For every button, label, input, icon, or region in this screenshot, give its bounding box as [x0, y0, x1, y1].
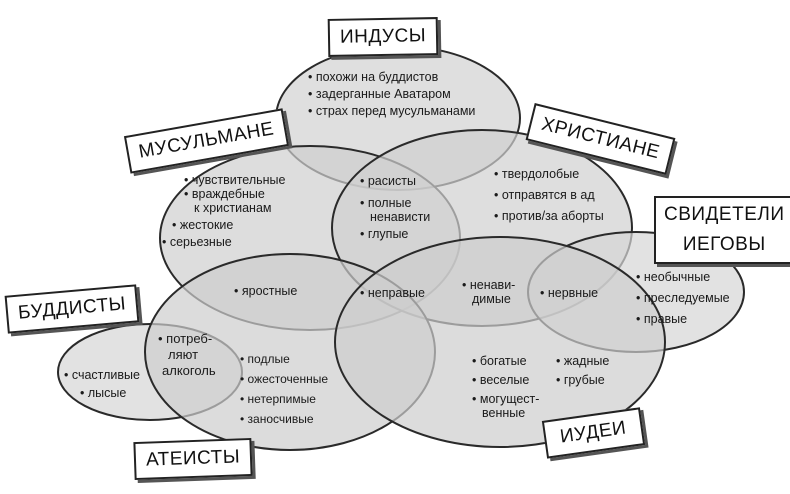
- tag-text: АТЕИСТЫ: [145, 446, 241, 471]
- label-muslims: • чувствительные • враждебные к христиан…: [162, 173, 286, 249]
- label-line: • веселые: [472, 373, 530, 387]
- label-line: • задерганные Аватаром: [308, 87, 451, 101]
- label-jews: • жадные • грубые: [556, 354, 609, 387]
- label-line: • правые: [636, 312, 688, 326]
- label-line: • жестокие: [172, 218, 234, 232]
- label-line: алкоголь: [162, 363, 216, 378]
- tag-text: ИЕГОВЫ: [682, 234, 766, 255]
- label-line: • необычные: [636, 270, 711, 284]
- label-line: • страх перед мусульманами: [308, 104, 476, 118]
- label-buddhists-atheists: • потреб- ляют алкоголь: [158, 332, 216, 378]
- label-line: • преследуемые: [636, 291, 730, 305]
- label-line: • жадные: [556, 354, 610, 368]
- label-line: • расисты: [360, 174, 416, 188]
- label-line: • ненави-: [462, 278, 516, 292]
- ellipse-jews: [334, 236, 666, 448]
- label-line: • ожесточенные: [240, 372, 329, 386]
- label-line: • грубые: [556, 373, 605, 387]
- label-line: • богатые: [472, 354, 527, 368]
- label-line: ненависти: [370, 210, 431, 224]
- label-line: венные: [482, 406, 526, 420]
- label-line: • могущест-: [472, 392, 540, 406]
- label-center: • неправые: [360, 286, 425, 300]
- tag-text: СВИДЕТЕЛИ: [664, 204, 785, 225]
- label-line: • нервные: [540, 286, 599, 300]
- label-muslims-christians: • полные ненависти • глупые: [360, 196, 430, 241]
- label-muslims-buddhists-atheists: • яростные: [234, 284, 297, 298]
- label-line: • твердолобые: [494, 167, 580, 181]
- label-line: • полные: [360, 196, 412, 210]
- label-line: • яростные: [234, 284, 298, 298]
- label-line: • глупые: [360, 227, 409, 241]
- label-jews-center: • богатые • веселые • могущест- венные: [472, 354, 539, 420]
- label-line: • подлые: [240, 352, 290, 366]
- tag-jehovah: СВИДЕТЕЛИ ИЕГОВЫ: [654, 196, 790, 264]
- label-line: димые: [472, 292, 511, 306]
- label-line: • отправятся в ад: [494, 188, 595, 202]
- label-line: • счастливые: [64, 368, 140, 382]
- label-line: • лысые: [80, 386, 127, 400]
- label-line: • потреб-: [158, 331, 213, 346]
- label-line: ляют: [168, 347, 199, 362]
- label-hindus-muslims-christians: • расисты: [360, 174, 416, 188]
- label-hindus: • похожи на буддистов • задерганные Ават…: [308, 70, 475, 118]
- tag-text: ИНДУСЫ: [339, 25, 427, 48]
- label-line: • неправые: [360, 286, 425, 300]
- label-jehovah: • необычные • преследуемые • правые: [636, 270, 730, 326]
- label-line: • против/за аборты: [494, 209, 604, 223]
- label-line: • чувствительные: [184, 173, 286, 187]
- label-line: • нетерпимые: [240, 392, 316, 406]
- tag-text: ИУДЕИ: [558, 417, 628, 448]
- tag-text: БУДДИСТЫ: [17, 293, 127, 324]
- label-christians-jews: • ненави- димые: [462, 278, 515, 306]
- label-buddhists: • счастливые • лысые: [64, 368, 140, 400]
- tag-hindus: ИНДУСЫ: [327, 17, 439, 57]
- label-line: • похожи на буддистов: [308, 70, 439, 84]
- label-line: к христианам: [194, 201, 272, 215]
- label-line: • заносчивые: [240, 412, 314, 426]
- label-line: • серьезные: [162, 235, 232, 249]
- label-atheists: • подлые • ожесточенные • нетерпимые • з…: [240, 352, 328, 426]
- label-christians: • твердолобые • отправятся в ад • против…: [494, 167, 604, 223]
- label-christians-jehovah-jews: • нервные: [540, 286, 598, 300]
- tag-atheists: АТЕИСТЫ: [133, 437, 253, 481]
- label-line: • враждебные: [184, 187, 265, 201]
